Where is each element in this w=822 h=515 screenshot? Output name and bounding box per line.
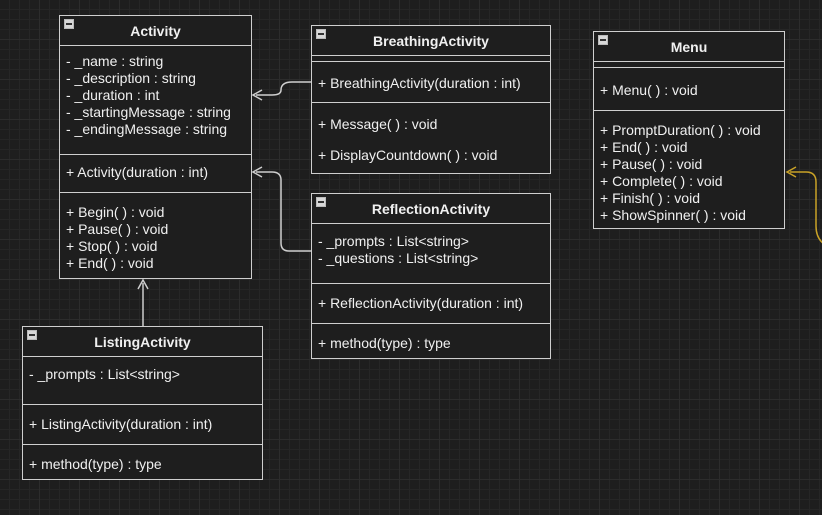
- method-row: + method(type) : type: [29, 456, 162, 472]
- collapse-icon[interactable]: [598, 35, 608, 45]
- class-header[interactable]: ReflectionActivity: [312, 194, 550, 224]
- method-row: + Message( ) : void: [318, 116, 438, 132]
- constructor-row: + ReflectionActivity(duration : int): [318, 295, 524, 311]
- method-row: + Pause( ) : void: [66, 221, 169, 237]
- constructor-row: + Menu( ) : void: [600, 82, 698, 98]
- method-row: + PromptDuration( ) : void: [600, 122, 761, 138]
- class-header[interactable]: BreathingActivity: [312, 26, 550, 56]
- class-header[interactable]: Activity: [60, 16, 251, 46]
- constructor-row: + ListingActivity(duration : int): [29, 416, 213, 432]
- section-divider: [312, 102, 550, 103]
- class-reflection-activity[interactable]: ReflectionActivity - _prompts : List<str…: [311, 193, 551, 359]
- section-divider: [312, 323, 550, 324]
- section-divider: [60, 192, 251, 193]
- menu-incoming-connector: [790, 171, 822, 244]
- collapse-icon[interactable]: [27, 330, 37, 340]
- collapse-icon[interactable]: [316, 197, 326, 207]
- connector-arrowhead: [137, 278, 149, 290]
- attribute-row: - _startingMessage : string: [66, 104, 231, 120]
- class-menu[interactable]: Menu + Menu( ) : void + PromptDuration( …: [593, 31, 785, 229]
- attribute-row: - _description : string: [66, 70, 196, 86]
- class-breathing-activity[interactable]: BreathingActivity + BreathingActivity(du…: [311, 25, 551, 174]
- attribute-row: - _name : string: [66, 53, 164, 69]
- class-name: ReflectionActivity: [371, 201, 491, 217]
- connector-arrowhead: [785, 166, 797, 178]
- attribute-row: - _duration : int: [66, 87, 160, 103]
- class-activity[interactable]: Activity - _name : string - _description…: [59, 15, 252, 279]
- method-row: + Stop( ) : void: [66, 238, 158, 254]
- attribute-row: - _questions : List<string>: [318, 250, 479, 266]
- inheritance-connector-breathing: [256, 81, 311, 96]
- section-divider: [23, 444, 262, 445]
- method-row: + End( ) : void: [600, 139, 688, 155]
- section-divider: [594, 67, 784, 68]
- collapse-icon[interactable]: [316, 29, 326, 39]
- section-divider: [594, 110, 784, 111]
- class-name: ListingActivity: [94, 334, 191, 350]
- class-listing-activity[interactable]: ListingActivity - _prompts : List<string…: [22, 326, 263, 480]
- class-name: Menu: [670, 39, 708, 55]
- method-row: + Finish( ) : void: [600, 190, 700, 206]
- inheritance-connector-reflection: [256, 171, 311, 252]
- method-row: + Complete( ) : void: [600, 173, 723, 189]
- constructor-row: + BreathingActivity(duration : int): [318, 75, 521, 91]
- attribute-row: - _prompts : List<string>: [318, 233, 469, 249]
- method-row: + Pause( ) : void: [600, 156, 703, 172]
- section-divider: [312, 61, 550, 62]
- method-row: + DisplayCountdown( ) : void: [318, 147, 498, 163]
- constructor-row: + Activity(duration : int): [66, 164, 209, 180]
- connector-arrowhead: [251, 166, 263, 178]
- collapse-icon[interactable]: [64, 19, 74, 29]
- section-divider: [60, 154, 251, 155]
- section-divider: [23, 404, 262, 405]
- method-row: + Begin( ) : void: [66, 204, 165, 220]
- section-divider: [312, 283, 550, 284]
- class-header[interactable]: Menu: [594, 32, 784, 62]
- class-name: BreathingActivity: [373, 33, 489, 49]
- class-name: Activity: [130, 23, 181, 39]
- method-row: + End( ) : void: [66, 255, 154, 271]
- class-header[interactable]: ListingActivity: [23, 327, 262, 357]
- method-row: + ShowSpinner( ) : void: [600, 207, 746, 223]
- connector-arrowhead: [251, 89, 263, 101]
- attribute-row: - _endingMessage : string: [66, 121, 228, 137]
- attribute-row: - _prompts : List<string>: [29, 366, 180, 382]
- method-row: + method(type) : type: [318, 335, 451, 351]
